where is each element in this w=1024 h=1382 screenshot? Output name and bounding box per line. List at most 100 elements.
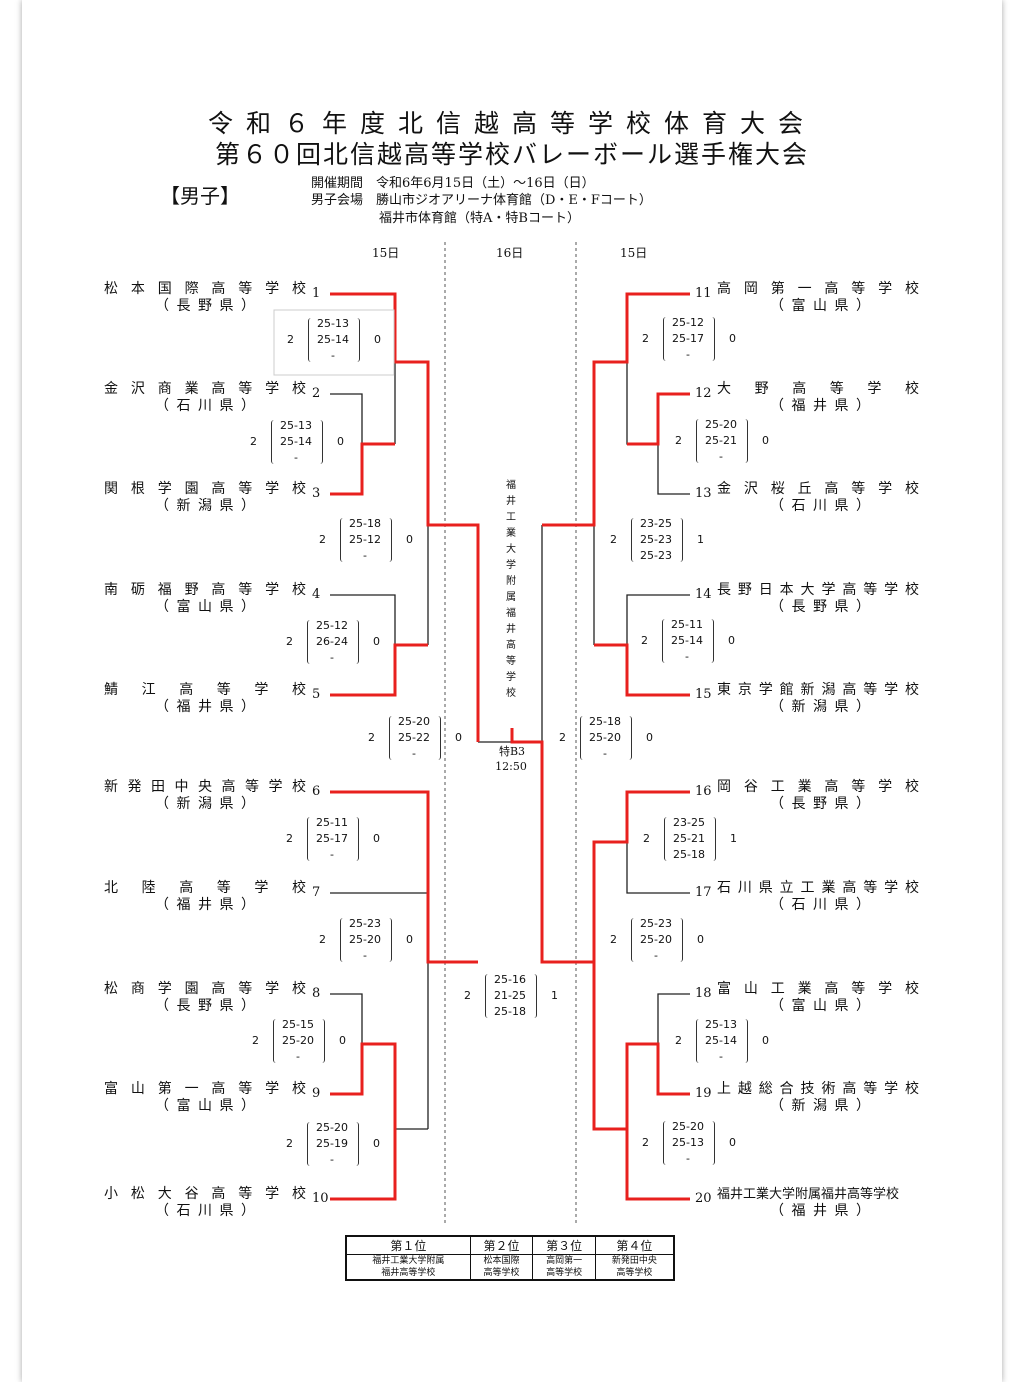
sets-won-left: 2 xyxy=(675,434,682,447)
set-score: 25-14 xyxy=(671,634,703,647)
score-brace xyxy=(631,518,683,562)
rank-4-team: 新発田中央高等学校 xyxy=(594,1254,675,1281)
set-score: 25-23 xyxy=(640,917,672,930)
sets-won-right: 0 xyxy=(337,435,344,448)
team-prefecture: （長野県） xyxy=(770,599,870,615)
set-score: 25-20 xyxy=(398,715,430,728)
score-brace xyxy=(696,419,748,463)
team-prefecture: （新潟県） xyxy=(770,699,870,715)
team-school: 福井工業大学附属福井高等学校 xyxy=(717,1187,900,1202)
sets-won-right: 0 xyxy=(762,434,769,447)
set-score: 25-20 xyxy=(316,1121,348,1134)
team-prefecture: （長野県） xyxy=(155,998,255,1014)
set-score: 25-18 xyxy=(589,715,621,728)
set-score: - xyxy=(330,848,334,861)
set-score: - xyxy=(686,348,690,361)
sets-won-left: 2 xyxy=(368,731,375,744)
team-number: 3 xyxy=(312,486,321,501)
set-score: 25-20 xyxy=(705,418,737,431)
team-school: 東京学館新潟高等学校 xyxy=(717,682,919,698)
sets-won-left: 2 xyxy=(610,933,617,946)
set-score: 25-23 xyxy=(640,533,672,546)
team-school: 高岡第一高等学校 xyxy=(717,281,919,297)
team-prefecture: （福井県） xyxy=(155,699,255,715)
team-number: 11 xyxy=(695,286,712,301)
sets-won-right: 0 xyxy=(339,1034,346,1047)
team-prefecture: （石川県） xyxy=(770,498,870,514)
score-brace xyxy=(307,620,359,664)
rank-2-team: 松本国際高等学校 xyxy=(469,1254,534,1281)
team-school: 北陸高等学校 xyxy=(104,880,306,896)
team-school: 鯖江高等学校 xyxy=(104,682,306,698)
rank-2-header: 第２位 xyxy=(469,1235,534,1255)
sets-won-right: 1 xyxy=(697,533,704,546)
day-label-center: 16日 xyxy=(496,246,524,260)
sets-won-left: 2 xyxy=(610,533,617,546)
team-number: 2 xyxy=(312,386,321,401)
set-score: - xyxy=(719,450,723,463)
team-prefecture: （富山県） xyxy=(155,1098,255,1114)
final-ranking-table: 第１位 第２位 第３位 第４位 福井工業大学附属福井高等学校 松本国際高等学校 … xyxy=(345,1235,675,1281)
team-prefecture: （石川県） xyxy=(155,398,255,414)
sets-won-left: 2 xyxy=(286,1137,293,1150)
team-school: 関根学園高等学校 xyxy=(104,481,306,497)
team-prefecture: （新潟県） xyxy=(155,498,255,514)
team-number: 16 xyxy=(695,784,712,799)
score-brace xyxy=(308,318,360,362)
set-score: 25-18 xyxy=(673,848,705,861)
team-school: 上越総合技術高等学校 xyxy=(717,1081,919,1097)
set-score: 25-13 xyxy=(705,1018,737,1031)
score-brace xyxy=(696,1019,748,1063)
sets-won-left: 2 xyxy=(286,635,293,648)
rank-4-header: 第４位 xyxy=(594,1235,675,1255)
sets-won-right: 0 xyxy=(373,635,380,648)
set-score: 25-11 xyxy=(671,618,703,631)
set-score: 25-17 xyxy=(316,832,348,845)
set-score: 25-20 xyxy=(282,1034,314,1047)
rank-3-team: 高岡第一高等学校 xyxy=(532,1254,596,1281)
set-score: 25-13 xyxy=(280,419,312,432)
sets-won-right: 0 xyxy=(646,731,653,744)
category-label: 【男子】 xyxy=(160,184,240,208)
set-score: - xyxy=(296,1050,300,1063)
set-score: - xyxy=(363,549,367,562)
set-score: - xyxy=(294,451,298,464)
rank-1-team: 福井工業大学附属福井高等学校 xyxy=(345,1254,471,1281)
sets-won-left: 2 xyxy=(287,333,294,346)
team-number: 7 xyxy=(312,885,321,900)
day-label-left: 15日 xyxy=(372,246,400,260)
final-venue: 福井工業大学附属福井高等学校 xyxy=(506,480,516,699)
sets-won-left: 2 xyxy=(286,832,293,845)
set-score: - xyxy=(330,651,334,664)
team-number: 9 xyxy=(312,1086,321,1101)
team-school: 石川県立工業高等学校 xyxy=(717,880,919,896)
team-school: 松商学園高等学校 xyxy=(104,981,306,997)
sets-won-left: 2 xyxy=(559,731,566,744)
rank-3-header: 第３位 xyxy=(532,1235,596,1255)
team-school: 南砺福野高等学校 xyxy=(104,582,306,598)
sets-won-left: 2 xyxy=(641,634,648,647)
set-score: - xyxy=(603,747,607,760)
event-period: 開催期間 令和6年6月15日（土）～16日（日） xyxy=(311,176,595,191)
sets-won-left: 2 xyxy=(642,1136,649,1149)
set-score: 21-25 xyxy=(494,989,526,1002)
rank-1-header: 第１位 xyxy=(345,1235,471,1255)
set-score: 25-18 xyxy=(494,1005,526,1018)
team-number: 17 xyxy=(695,885,712,900)
score-brace xyxy=(389,716,441,760)
sets-won-right: 0 xyxy=(373,1137,380,1150)
tournament-title: 令和６年度北信越高等学校体育大会 xyxy=(207,109,816,138)
set-score: 25-12 xyxy=(349,533,381,546)
team-number: 19 xyxy=(695,1086,712,1101)
set-score: - xyxy=(685,650,689,663)
set-score: - xyxy=(330,1153,334,1166)
score-brace xyxy=(631,918,683,962)
team-school: 長野日本大学高等学校 xyxy=(717,582,919,598)
set-score: - xyxy=(363,949,367,962)
team-number: 5 xyxy=(312,687,321,702)
set-score: 25-20 xyxy=(349,933,381,946)
set-score: 25-20 xyxy=(672,1120,704,1133)
set-score: - xyxy=(412,747,416,760)
set-score: 25-16 xyxy=(494,973,526,986)
